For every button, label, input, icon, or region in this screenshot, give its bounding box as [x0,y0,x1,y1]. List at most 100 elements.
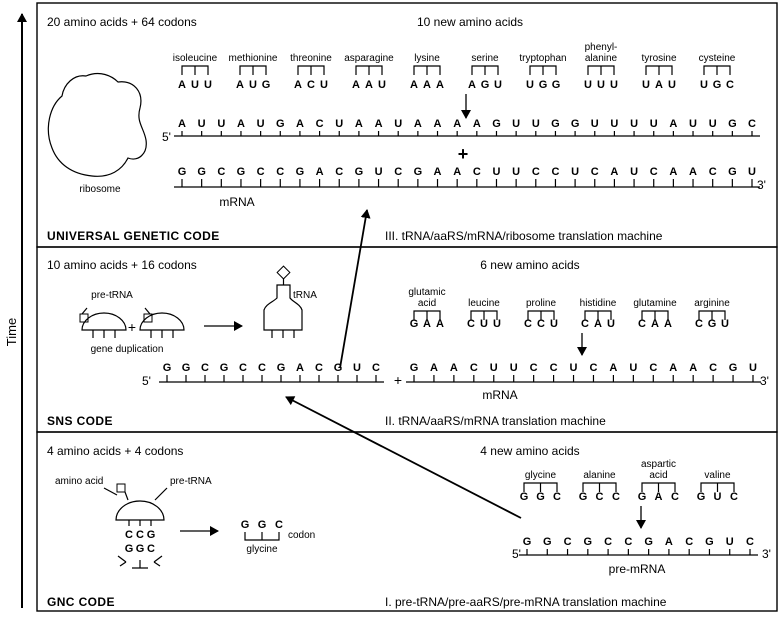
gnc-codon-base: C [612,491,620,503]
gnc-header: 4 amino acids + 4 codons [47,444,183,458]
universal-codon-base: U [642,79,650,91]
sns-right-base: C [530,362,538,374]
sns-right-base: U [749,362,757,374]
gnc-codon-name: valine [704,470,731,481]
universal-top-base: U [610,118,618,130]
gnc-codon-base: C [553,491,561,503]
universal-codon-name: isoleucine [173,53,218,64]
sns-right-base: G [410,362,419,374]
universal-bottom-base: C [551,166,559,178]
universal-codon-base: G [552,79,561,91]
universal-codon-base: A [436,79,444,91]
gnc-main-base: C [624,536,632,548]
universal-machine-label: III. tRNA/aaRS/mRNA/ribosome translation… [385,229,663,243]
gnc-anticodon-pair-base: G [136,543,145,555]
universal-mrna-label: mRNA [219,195,254,209]
gnc-codon-base: G [697,491,706,503]
gnc-codon-name: glycine [525,470,557,481]
universal-codon-base: U [700,79,708,91]
universal-codon-base: U [204,79,212,91]
sns-five-prime: 5' [142,374,151,388]
gnc-codon-base: G [520,491,529,503]
universal-bottom-base: C [335,166,343,178]
universal-top-base: U [709,118,717,130]
universal-top-base: G [492,118,501,130]
universal-codon-bracket [703,65,731,75]
universal-top-base: A [414,118,422,130]
universal-codon-base: U [191,79,199,91]
universal-codon-name: phenyl- [585,42,618,53]
sns-left-base: C [315,362,323,374]
sns-codon-base: A [436,318,444,330]
trna-icon [263,265,303,338]
sns-codon-bracket [641,310,669,320]
gnc-anticodon-pair-base: G [125,543,134,555]
sns-right-base: A [450,362,458,374]
universal-bottom-base: C [276,166,284,178]
sns-right-base: A [669,362,677,374]
sns-codon-name: leucine [468,298,500,309]
sns-to-universal-arrow [339,209,371,369]
universal-codon-name: alanine [585,53,618,64]
universal-bottom-base: G [728,166,737,178]
sns-codon-base: G [708,318,717,330]
gnc-codon-base: C [730,491,738,503]
sns-codon-name: histidine [580,298,617,309]
gnc-main-base: A [665,536,673,548]
universal-codon-name: serine [471,53,499,64]
universal-codon-base: G [539,79,548,91]
universal-bottom-base: A [669,166,677,178]
universal-top-base: U [217,118,225,130]
gnc-codon-bracket [641,482,676,492]
sns-right-base: C [649,362,657,374]
gnc-machine-label: I. pre-tRNA/pre-aaRS/pre-mRNA translatio… [385,595,667,609]
sns-codon-bracket [698,310,726,320]
universal-five-prime: 5' [162,130,171,144]
sns-right-base: C [550,362,558,374]
universal-codon-base: C [726,79,734,91]
gnc-codon-base: C [275,519,283,531]
gnc-codon-bracket [582,482,617,492]
sns-codon-base: C [537,318,545,330]
universal-codon-base: U [494,79,502,91]
gene-duplication-label: gene duplication [91,344,164,355]
universal-top-base: U [650,118,658,130]
gnc-loop-ends-icon [117,555,163,569]
gnc-codon-name: aspartic [641,459,676,470]
gnc-anticodon-pair-base: C [147,543,155,555]
sns-right-base: C [709,362,717,374]
universal-codon-bracket [297,65,325,75]
gnc-codon-base: U [714,491,722,503]
gnc-codon-bracket [700,482,735,492]
universal-bottom-base: A [453,166,461,178]
sns-left-base: G [277,362,286,374]
universal-top-base: C [316,118,324,130]
gnc-code-title: GNC CODE [47,595,115,609]
universal-code-panel [36,2,778,248]
sns-codon-base: U [480,318,488,330]
gnc-main-base: G [543,536,552,548]
universal-codon-base: U [597,79,605,91]
universal-bottom-base: G [355,166,364,178]
sns-codon-name: glutamic [408,287,445,298]
universal-top-base: A [355,118,363,130]
universal-codon-base: A [423,79,431,91]
sns-codon-base: C [581,318,589,330]
universal-codon-base: A [410,79,418,91]
universal-codon-name: tryptophan [519,53,566,64]
sns-right-base: C [470,362,478,374]
gnc-main-base: C [685,536,693,548]
sns-codon-base: A [651,318,659,330]
gnc-code-panel [36,431,778,612]
sns-left-base: G [334,362,343,374]
universal-top-base: A [296,118,304,130]
sns-left-base: A [296,362,304,374]
sns-panel-content: 10 amino acids + 16 codons 6 new amino a… [47,258,769,428]
universal-top-base: U [532,118,540,130]
gnc-mrna-label: pre-mRNA [609,562,666,576]
gnc-main-base: G [584,536,593,548]
